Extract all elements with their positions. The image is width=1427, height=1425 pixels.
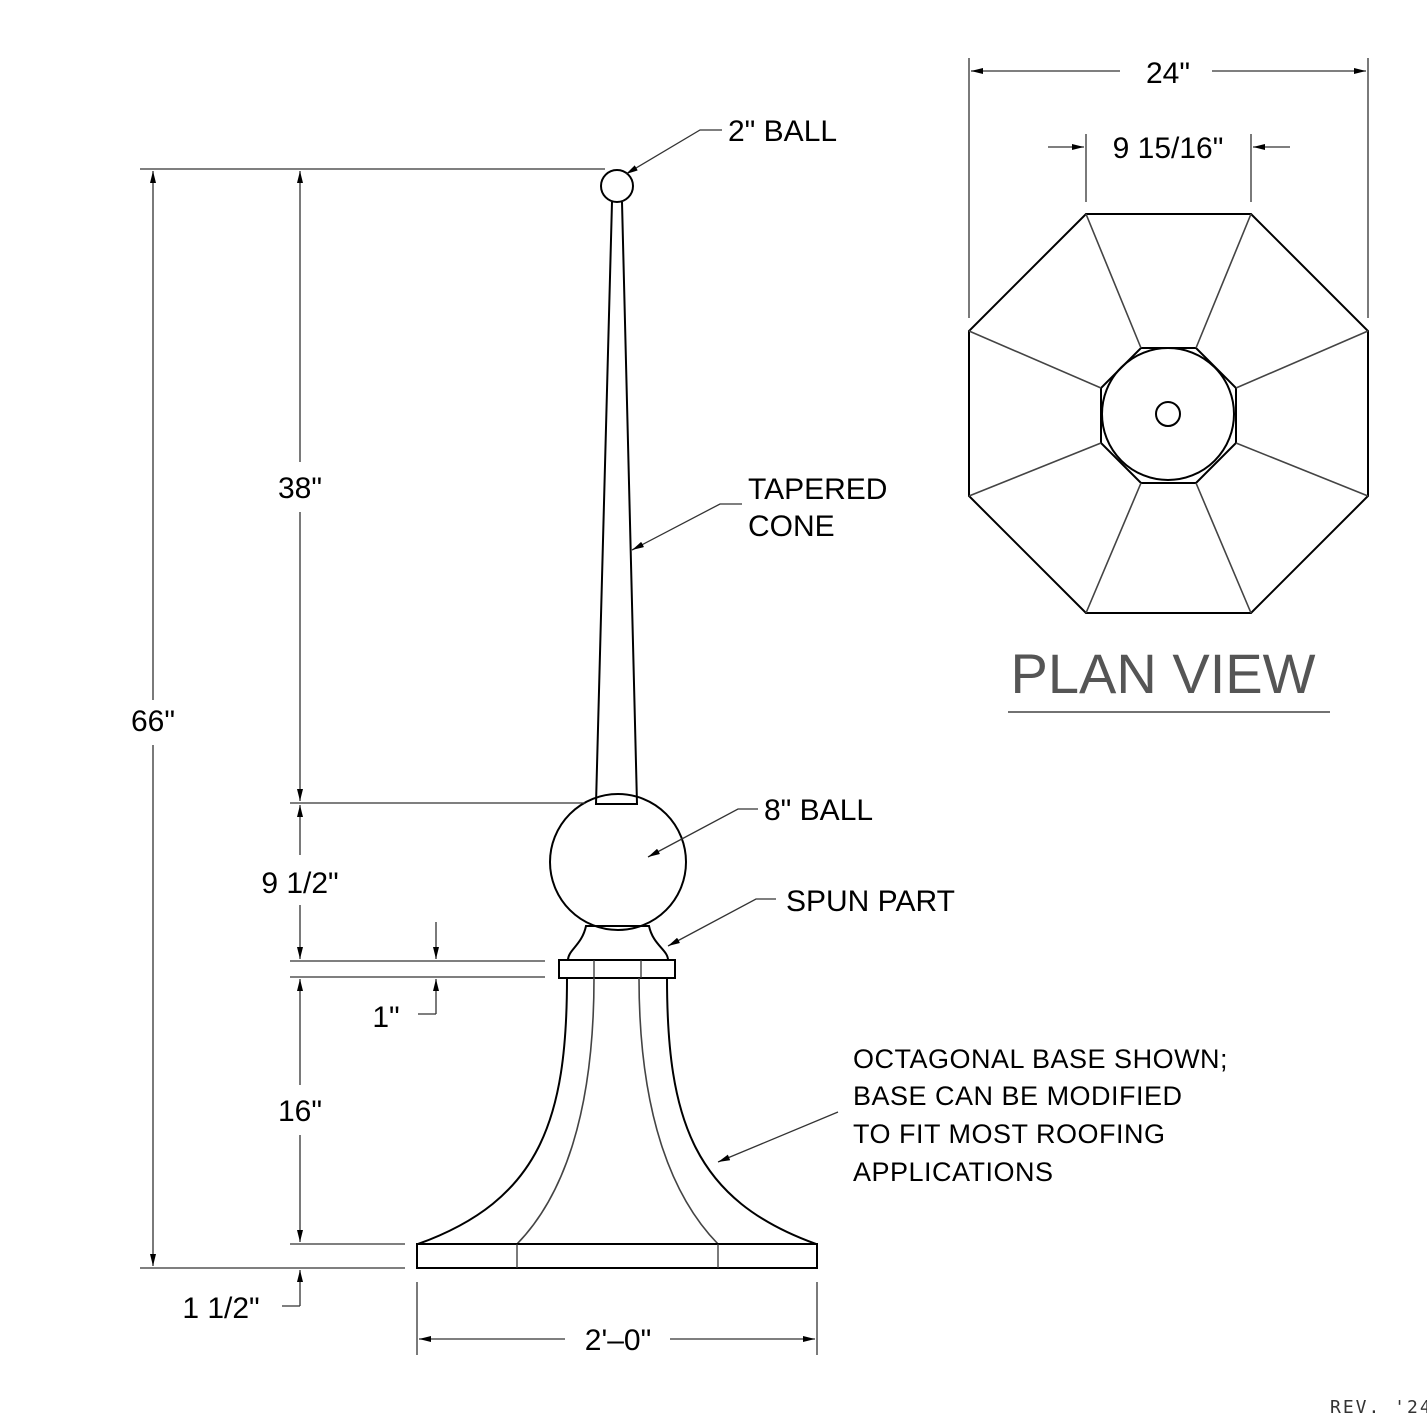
overall-height-dim: 66" bbox=[131, 705, 175, 738]
plan-overall-width-dim: 24" bbox=[1146, 57, 1190, 90]
flared-base-shape bbox=[417, 977, 817, 1245]
cone-label-line2: CONE bbox=[748, 510, 835, 543]
elevation-view: 2" BALL TAPERED CONE 8" BALL SPUN PART O… bbox=[131, 115, 1228, 1357]
cone-label-line1: TAPERED bbox=[748, 473, 887, 506]
mid-ball-label: 8" BALL bbox=[764, 794, 873, 827]
cone-height-dim: 38" bbox=[278, 472, 322, 505]
ring-shape bbox=[558, 959, 676, 979]
ball-height-dim: 9 1/2" bbox=[261, 867, 338, 900]
spun-part-shape bbox=[566, 925, 670, 961]
plan-ball-circle bbox=[1101, 347, 1235, 481]
base-note-line1: OCTAGONAL BASE SHOWN; bbox=[853, 1044, 1228, 1074]
top-ball-shape bbox=[600, 169, 634, 203]
top-ball-label: 2" BALL bbox=[728, 115, 837, 148]
plan-view: 24" 9 15/16" PLAN VIEW bbox=[968, 57, 1369, 713]
base-height-dim: 16" bbox=[278, 1095, 322, 1128]
mid-ball-shape bbox=[549, 793, 687, 931]
base-width-dim: 2'–0" bbox=[585, 1324, 651, 1357]
tapered-cone-shape bbox=[594, 201, 639, 805]
ring-height-dim: 1" bbox=[372, 1001, 399, 1034]
revision-label: REV. '24 bbox=[1330, 1397, 1427, 1418]
base-note-line2: BASE CAN BE MODIFIED bbox=[853, 1081, 1183, 1111]
base-note-line3: TO FIT MOST ROOFING bbox=[853, 1119, 1166, 1149]
spun-part-label: SPUN PART bbox=[786, 885, 955, 918]
base-note-line4: APPLICATIONS bbox=[853, 1157, 1054, 1187]
plan-flat-width-dim: 9 15/16" bbox=[1113, 132, 1224, 165]
plan-octagon bbox=[968, 213, 1369, 614]
plan-center-hole bbox=[1155, 401, 1181, 427]
plinth-shape bbox=[416, 1243, 818, 1269]
plinth-height-dim: 1 1/2" bbox=[182, 1292, 259, 1325]
plan-view-title: PLAN VIEW bbox=[1011, 642, 1316, 705]
